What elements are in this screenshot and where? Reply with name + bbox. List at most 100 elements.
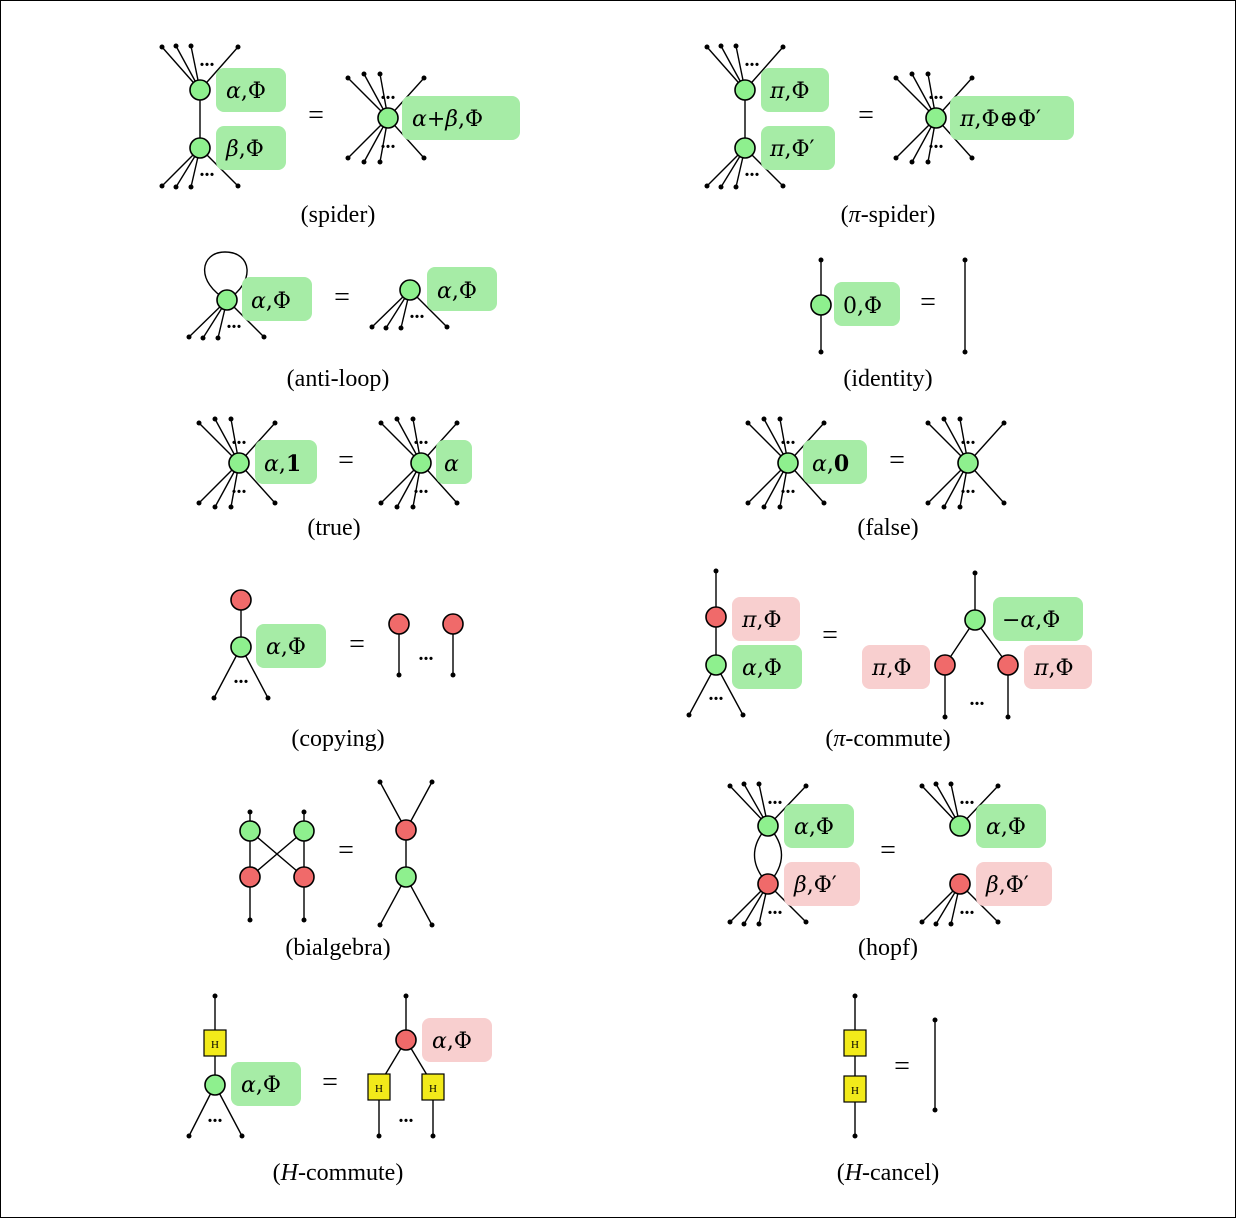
svg-text:α,Φ: α,Φ xyxy=(266,635,306,660)
svg-text:β,Φ: β,Φ xyxy=(225,137,264,162)
svg-text:...: ... xyxy=(745,49,760,71)
equals-sign: = xyxy=(894,1051,910,1082)
svg-text:...: ... xyxy=(227,311,242,333)
phase-label-box xyxy=(242,277,312,321)
caption-false: (false) xyxy=(857,515,918,541)
svg-text:α,Φ: α,Φ xyxy=(241,1073,281,1098)
green-spider-node xyxy=(189,137,211,159)
green-spider-node xyxy=(395,866,417,888)
equals-sign: = xyxy=(334,282,350,313)
phase-label-box xyxy=(803,440,867,484)
red-spider-node xyxy=(949,873,971,895)
caption-spider: (spider) xyxy=(301,202,376,228)
red-spider-node xyxy=(395,1029,417,1051)
svg-text:...: ... xyxy=(419,643,434,665)
svg-text:α: α xyxy=(444,452,459,477)
svg-text:H: H xyxy=(375,1083,383,1095)
svg-text:π,Φ′: π,Φ′ xyxy=(769,137,815,162)
svg-text:...: ... xyxy=(960,787,975,809)
svg-text:α,Φ: α,Φ xyxy=(432,1029,472,1054)
equals-sign: = xyxy=(338,445,354,476)
phase-label-box xyxy=(732,597,800,641)
red-spider-node xyxy=(705,606,727,628)
caption-h-cancel: (H-cancel) xyxy=(837,1160,940,1186)
phase-label-box xyxy=(862,645,930,689)
rule-pi-commute: ... π,Φ α,Φ = ... −α,Φ π,Φ π,Φ (π-commut… xyxy=(686,568,1092,752)
green-spider-node xyxy=(293,820,315,842)
phase-label-box xyxy=(255,440,317,484)
green-spider-node xyxy=(204,1074,226,1096)
green-spider-node xyxy=(734,79,756,101)
svg-text:−α,Φ: −α,Φ xyxy=(1002,608,1060,633)
svg-text:...: ... xyxy=(768,787,783,809)
green-spider-node xyxy=(964,609,986,631)
svg-text:...: ... xyxy=(410,301,425,323)
svg-text:α,1: α,1 xyxy=(264,451,301,477)
svg-text:π,Φ: π,Φ xyxy=(769,79,810,104)
phase-label-box xyxy=(427,267,497,311)
rule-h-commute: H ... α,Φ = H H ... α,Φ (H-commute) xyxy=(186,993,492,1186)
svg-text:α,Φ: α,Φ xyxy=(742,656,782,681)
caption-bialgebra: (bialgebra) xyxy=(285,935,390,961)
green-spider-node xyxy=(949,815,971,837)
phase-label-box xyxy=(402,96,520,140)
caption-true: (true) xyxy=(307,515,360,541)
rule-bialgebra: = (bialgebra) xyxy=(239,779,435,961)
green-spider-node xyxy=(230,636,252,658)
svg-text:β,Φ′: β,Φ′ xyxy=(985,873,1029,898)
hadamard-box xyxy=(421,1073,445,1101)
red-spider-node xyxy=(239,866,261,888)
caption-copying: (copying) xyxy=(291,726,384,752)
phase-label-box xyxy=(732,645,802,689)
rule-pi-spider: ... ... π,Φ π,Φ′ = π,Φ⊕Φ′ (π-spider) xyxy=(704,43,1074,228)
svg-text:...: ... xyxy=(768,897,783,919)
svg-text:π,Φ: π,Φ xyxy=(871,656,912,681)
svg-text:α,0: α,0 xyxy=(812,451,849,477)
caption-anti-loop: (anti-loop) xyxy=(287,366,390,392)
green-spider-node xyxy=(399,279,421,301)
phase-label-box xyxy=(784,862,860,906)
phase-label-box xyxy=(993,597,1083,641)
equals-sign: = xyxy=(322,1067,338,1098)
red-spider-node xyxy=(934,654,956,676)
caption-hopf: (hopf) xyxy=(858,935,918,961)
green-spider-node xyxy=(734,137,756,159)
rule-identity: 0,Φ = (identity) xyxy=(810,257,968,392)
equals-sign: = xyxy=(308,100,324,131)
svg-text:0,Φ: 0,Φ xyxy=(843,294,882,319)
equals-sign: = xyxy=(822,620,838,651)
svg-text:H: H xyxy=(429,1083,437,1095)
rule-spider: ... ... α,Φ β,Φ = α+β,Φ (spider) xyxy=(159,43,520,228)
red-spider-node xyxy=(395,819,417,841)
svg-text:α,Φ: α,Φ xyxy=(437,279,477,304)
svg-text:α,Φ: α,Φ xyxy=(226,79,266,104)
svg-text:β,Φ′: β,Φ′ xyxy=(793,873,837,898)
green-spider-node xyxy=(216,289,238,311)
equals-sign: = xyxy=(889,445,905,476)
hadamard-box xyxy=(843,1029,867,1057)
phase-label-box xyxy=(950,96,1074,140)
svg-text:...: ... xyxy=(234,666,249,688)
caption-pi-spider: (π-spider) xyxy=(841,202,936,228)
svg-text:...: ... xyxy=(208,1105,223,1127)
phase-label-box xyxy=(436,440,472,484)
red-spider-node xyxy=(388,613,410,635)
red-spider-node xyxy=(293,866,315,888)
svg-text:α,Φ: α,Φ xyxy=(986,815,1026,840)
equals-sign: = xyxy=(858,100,874,131)
svg-text:...: ... xyxy=(200,159,215,181)
rule-true: α,1 = α (true) xyxy=(195,415,472,541)
svg-text:...: ... xyxy=(745,159,760,181)
svg-text:...: ... xyxy=(709,683,724,705)
hadamard-box xyxy=(367,1073,391,1101)
phase-label-box xyxy=(231,1062,301,1106)
svg-text:H: H xyxy=(851,1085,859,1097)
svg-text:...: ... xyxy=(970,688,985,710)
svg-text:α,Φ: α,Φ xyxy=(794,815,834,840)
red-spider-node xyxy=(442,613,464,635)
svg-text:π,Φ⊕Φ′: π,Φ⊕Φ′ xyxy=(959,107,1041,132)
equals-sign: = xyxy=(920,287,936,318)
rule-false: α,0 = (false) xyxy=(744,415,1008,541)
rule-anti-loop: ... α,Φ = ... α,Φ (anti-loop) xyxy=(186,251,497,392)
